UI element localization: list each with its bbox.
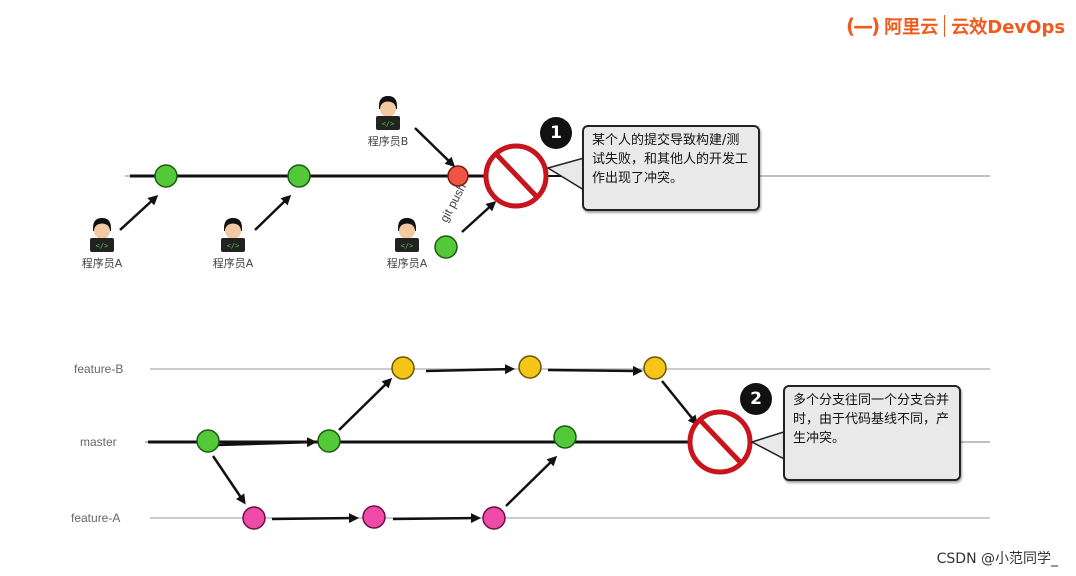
arrow-feature-b-1 [425, 364, 515, 375]
commit-feature-b-1 [391, 356, 415, 380]
arrow-feature-a-2 [392, 513, 481, 524]
commit-red-broken [447, 165, 469, 187]
svg-text:</>: </> [96, 242, 109, 250]
arrow-persona-a2 [254, 194, 292, 231]
stop-sign-icon-1 [483, 143, 549, 209]
programmer-icon: </> [376, 96, 400, 130]
commit-feature-b-3 [643, 356, 667, 380]
arrow-feature-b-merge [661, 380, 698, 426]
svg-text:</>: </> [401, 242, 414, 250]
step-badge-1: 1 [540, 117, 572, 149]
commit-green-1 [154, 164, 178, 188]
persona-programmer-a-2: </> 程序员A [203, 215, 263, 271]
persona-label: 程序员A [81, 257, 123, 270]
callout-1: 某个人的提交导致构建/测试失败，和其他人的开发工作出现了冲突。 [582, 125, 760, 211]
step-badge-2: 2 [740, 383, 772, 415]
persona-label: 程序员B [367, 135, 409, 148]
persona-programmer-a-3: </> 程序员A [377, 215, 437, 271]
programmer-icon: </> [395, 218, 419, 252]
arrow-feature-b-2 [547, 365, 643, 376]
arrow-to-feature-a [211, 455, 246, 505]
svg-text:</>: </> [227, 242, 240, 250]
persona-programmer-b: </> 程序员B [358, 93, 418, 149]
commit-green-2 [287, 164, 311, 188]
commit-master-2 [317, 429, 341, 453]
programmer-icon: </> [221, 218, 245, 252]
svg-text:</>: </> [382, 120, 395, 128]
arrow-persona-a1 [119, 194, 159, 231]
commit-feature-b-2 [518, 355, 542, 379]
persona-label: 程序员A [386, 257, 428, 270]
arrow-master-1 [217, 437, 317, 448]
commit-master-1 [196, 429, 220, 453]
callout-2: 多个分支往同一个分支合并时，由于代码基线不同，产生冲突。 [783, 385, 961, 481]
commit-feature-a-3 [482, 506, 506, 530]
persona-programmer-a-1: </> 程序员A [72, 215, 132, 271]
callout-pointer-1 [546, 157, 585, 192]
persona-label: 程序员A [212, 257, 254, 270]
aliyun-bracket-icon: (—) [846, 14, 880, 38]
commit-master-3 [553, 425, 577, 449]
branch-label-feature-b: feature-B [74, 362, 124, 376]
branch-label-feature-a: feature-A [71, 511, 121, 525]
branch-label-master: master [80, 435, 117, 449]
arrow-persona-b [414, 127, 456, 168]
callout-1-text: 某个人的提交导致构建/测试失败，和其他人的开发工作出现了冲突。 [592, 133, 749, 186]
commit-feature-a-2 [362, 505, 386, 529]
brand-name: 阿里云 [884, 17, 939, 38]
product-name: 云效DevOps [951, 17, 1066, 38]
arrow-to-feature-b [338, 377, 393, 431]
arrow-git-push [461, 200, 497, 233]
arrow-feature-a-merge [505, 455, 558, 507]
logo-divider [944, 15, 946, 37]
csdn-watermark: CSDN @小范同学_ [936, 551, 1058, 567]
programmer-icon: </> [90, 218, 114, 252]
arrow-feature-a-1 [271, 513, 359, 524]
aliyun-devops-logo: (—) 阿里云 云效DevOps [846, 10, 1065, 42]
callout-2-text: 多个分支往同一个分支合并时，由于代码基线不同，产生冲突。 [793, 393, 950, 446]
commit-green-pending [434, 235, 458, 259]
commit-feature-a-1 [242, 506, 266, 530]
stop-sign-icon-2 [687, 409, 753, 475]
